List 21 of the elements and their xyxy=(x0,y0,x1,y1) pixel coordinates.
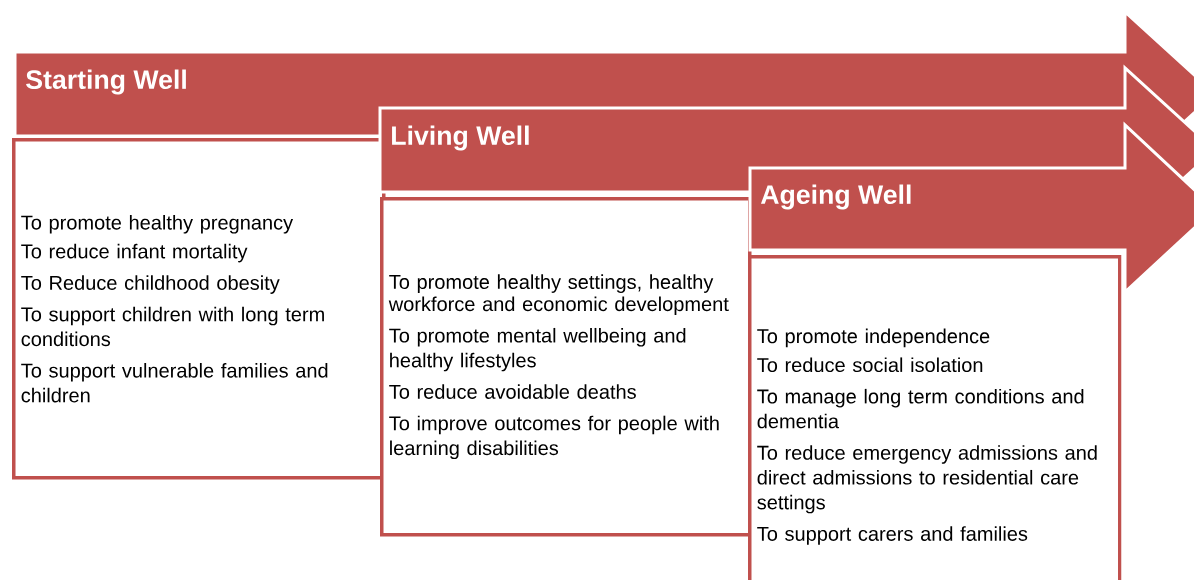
objective-text: To promote healthy settings, healthy workforce and economic development xyxy=(388,274,729,316)
objective-text: To support vulnerable families and children xyxy=(21,363,328,403)
node-label: Living Well xyxy=(392,125,529,151)
objective-text: To reduce social isolation xyxy=(757,357,983,373)
objectives-box xyxy=(380,197,752,537)
objective-text: To support children with long term conditions xyxy=(21,306,324,347)
objective-text: To manage long term conditions and dementia xyxy=(757,388,1084,429)
objective-text: To reduce avoidable deaths xyxy=(389,384,636,399)
objective-text: To Reduce childhood obesity xyxy=(21,275,280,294)
objectives-box xyxy=(748,255,1122,580)
node-label: Starting Well xyxy=(26,69,186,95)
objectives-box xyxy=(12,138,386,480)
objective-text: To reduce infant mortality xyxy=(21,243,248,263)
objective-text: To improve outcomes for people with learning disabilities xyxy=(389,415,719,460)
arrow-banner: Ageing Well xyxy=(748,121,1194,296)
objective-text: To promote independence xyxy=(757,328,990,348)
objective-text: To reduce emergency admissions and direct admissions to residential care settings xyxy=(757,445,1097,514)
objective-text: To promote healthy pregnancy xyxy=(21,215,294,234)
objective-text: To support carers and families xyxy=(757,526,1028,545)
node-label: Ageing Well xyxy=(760,184,911,210)
objective-text: To promote mental wellbeing and healthy lifestyles xyxy=(389,327,686,372)
